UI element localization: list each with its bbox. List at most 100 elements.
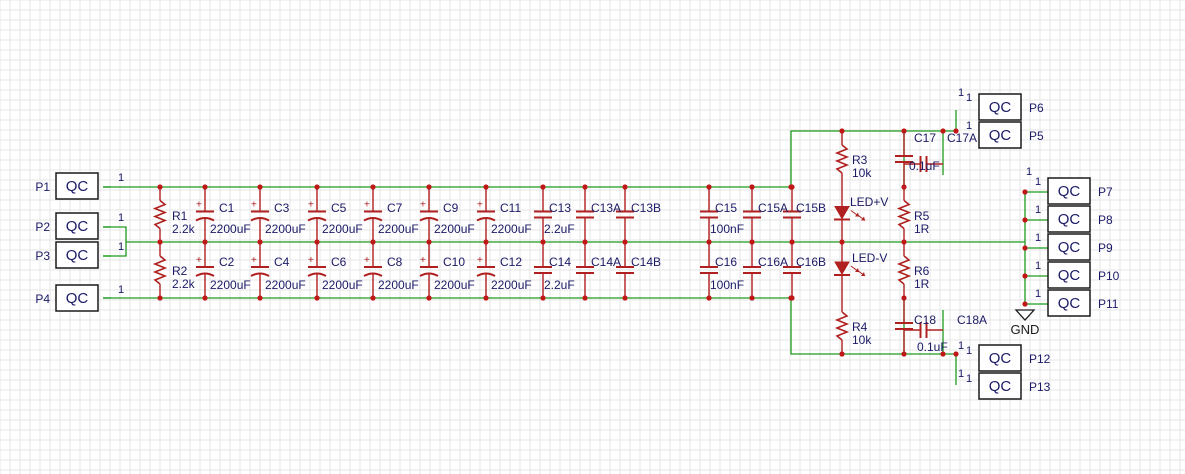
junction-dot xyxy=(157,295,163,301)
ref-C18: C18 xyxy=(914,313,936,327)
pin-number: 1 xyxy=(966,345,972,357)
junction-dot xyxy=(749,239,755,245)
capacitor-C13 xyxy=(534,187,552,242)
connector-ref: P13 xyxy=(1029,380,1051,394)
led-negative xyxy=(834,242,866,298)
junction-dot xyxy=(426,295,432,301)
polarity-mark: + xyxy=(251,200,257,211)
capacitor-C15 xyxy=(700,187,718,242)
capacitor-C13B xyxy=(616,187,634,242)
polarity-mark: + xyxy=(308,255,314,266)
junction-dot xyxy=(582,239,588,245)
capacitor-C3: + xyxy=(250,187,270,242)
ground-symbol xyxy=(1014,309,1036,321)
junction-dot xyxy=(314,239,320,245)
polarity-mark: + xyxy=(364,255,370,266)
cap-plate-curved xyxy=(250,272,270,277)
connector-body xyxy=(55,284,99,312)
connector-body xyxy=(1047,261,1091,289)
value-C10: 2200uF xyxy=(434,278,475,292)
connector-body xyxy=(1047,205,1091,233)
ref-R3: R3 xyxy=(852,153,868,167)
connector-P6: QC P6 xyxy=(978,93,1044,121)
ref-C17: C17 xyxy=(914,131,936,145)
pin-number: 1 xyxy=(958,87,964,99)
capacitor-C18 xyxy=(895,298,913,354)
resistor-zigzag xyxy=(152,199,168,230)
ref-C11: C11 xyxy=(500,201,521,215)
junction-dot xyxy=(706,295,712,301)
junction-dot xyxy=(202,295,208,301)
connector-ref: P8 xyxy=(1098,213,1113,227)
value-R2: 2.2k xyxy=(172,277,196,291)
connector-value: QC xyxy=(989,127,1012,144)
junction-dot xyxy=(314,295,320,301)
capacitor-C5: + xyxy=(307,187,327,242)
led-positive xyxy=(834,187,866,242)
junction-dot xyxy=(789,239,795,245)
junction-dot xyxy=(483,239,489,245)
junction-dot xyxy=(370,184,376,190)
ref-C12: C12 xyxy=(500,255,522,269)
value-C8: 2200uF xyxy=(378,278,419,292)
capacitor-C8: + xyxy=(363,242,383,298)
pin-number: 1 xyxy=(1035,232,1041,244)
connector-value: QC xyxy=(1058,267,1081,284)
ref-C14A: C14A xyxy=(591,255,621,269)
ref-LED+V: LED+V xyxy=(850,195,888,209)
ref-C9: C9 xyxy=(443,201,459,215)
value-C18: 0.1uF xyxy=(917,340,948,354)
junction-dot xyxy=(157,184,163,190)
value-C4: 2200uF xyxy=(265,278,306,292)
junction-dot xyxy=(953,351,959,357)
ref-C16B: C16B xyxy=(796,255,826,269)
value-C13: 2.2uF xyxy=(544,222,575,236)
connector-P13: QC P13 xyxy=(978,372,1051,400)
connector-value: QC xyxy=(989,378,1012,395)
capacitor-C14A xyxy=(576,242,594,298)
pin-number: 1 xyxy=(118,284,124,296)
connector-ref: P1 xyxy=(35,180,50,194)
capacitor-C12: + xyxy=(476,242,496,298)
value-C14: 2.2uF xyxy=(544,278,575,292)
capacitor-C10: + xyxy=(419,242,439,298)
capacitor-C2: + xyxy=(195,242,215,298)
junction-dot xyxy=(540,239,546,245)
connector-ref: P12 xyxy=(1029,352,1051,366)
junction-dot xyxy=(788,295,794,301)
polarity-mark: + xyxy=(420,255,426,266)
connector-value: QC xyxy=(989,99,1012,116)
capacitor-C16B xyxy=(783,242,801,298)
junction-dot xyxy=(953,128,959,134)
ref-C17A: C17A xyxy=(947,131,977,145)
ref-C3: C3 xyxy=(274,201,290,215)
ref-C10: C10 xyxy=(443,255,465,269)
ground-label: GND xyxy=(1011,322,1040,337)
ref-LED-V: LED-V xyxy=(852,251,887,265)
junction-dot xyxy=(901,239,907,245)
junction-dot xyxy=(582,295,588,301)
connector-ref: P9 xyxy=(1098,241,1113,255)
junction-dot xyxy=(749,295,755,301)
junction-dot xyxy=(426,239,432,245)
polarity-mark: + xyxy=(364,200,370,211)
capacitor-C7: + xyxy=(363,187,383,242)
ref-C16: C16 xyxy=(715,255,737,269)
pin-number: 1 xyxy=(958,340,964,352)
value-C12: 2200uF xyxy=(491,278,532,292)
connector-body xyxy=(1047,289,1091,317)
junction-dot xyxy=(940,351,946,357)
connector-body xyxy=(1047,233,1091,261)
cap-plate-curved xyxy=(307,217,327,222)
polarity-mark: + xyxy=(308,200,314,211)
connector-ref: P6 xyxy=(1029,101,1044,115)
connector-body xyxy=(978,121,1022,149)
ref-R2: R2 xyxy=(172,264,188,278)
junction-dot xyxy=(839,351,845,357)
capacitor-C1: + xyxy=(195,187,215,242)
junction-dot xyxy=(202,184,208,190)
